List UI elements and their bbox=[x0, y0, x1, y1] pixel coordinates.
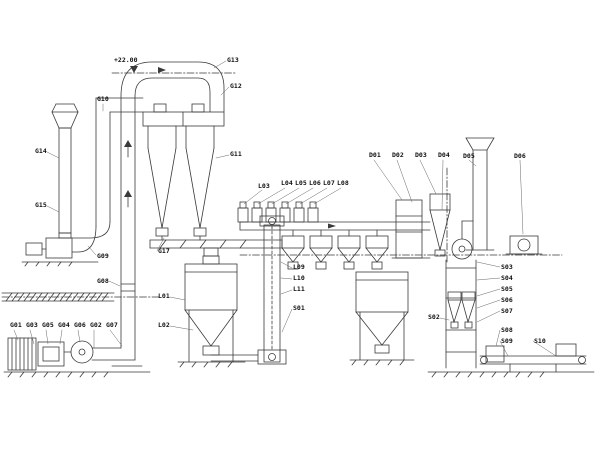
fan-right bbox=[451, 220, 474, 260]
baghouse-2 bbox=[349, 271, 415, 366]
main-blower bbox=[21, 237, 99, 267]
clean-gas-duct bbox=[71, 97, 144, 253]
elevation-marker bbox=[130, 66, 138, 73]
cyclone-right bbox=[429, 193, 451, 257]
leader-lines bbox=[13, 60, 557, 357]
furnace-feed-system bbox=[3, 337, 151, 378]
packing-tower bbox=[445, 259, 477, 369]
exhaust-stack-right bbox=[465, 137, 495, 251]
screw-conveyor bbox=[149, 235, 283, 257]
separators bbox=[281, 229, 389, 270]
top-duct bbox=[120, 61, 225, 113]
baghouse-1 bbox=[177, 255, 259, 368]
blower-right bbox=[505, 235, 543, 255]
bucket-elevator bbox=[257, 215, 287, 365]
cyclone-pair bbox=[142, 103, 225, 237]
drying-column bbox=[120, 95, 136, 361]
mill-unit bbox=[391, 199, 431, 259]
bag-conveyor bbox=[427, 343, 595, 378]
centerlines bbox=[1, 72, 563, 298]
exhaust-stack-left bbox=[51, 103, 79, 239]
rotary-feeders bbox=[237, 201, 319, 223]
feed-conveyor bbox=[1, 292, 115, 302]
